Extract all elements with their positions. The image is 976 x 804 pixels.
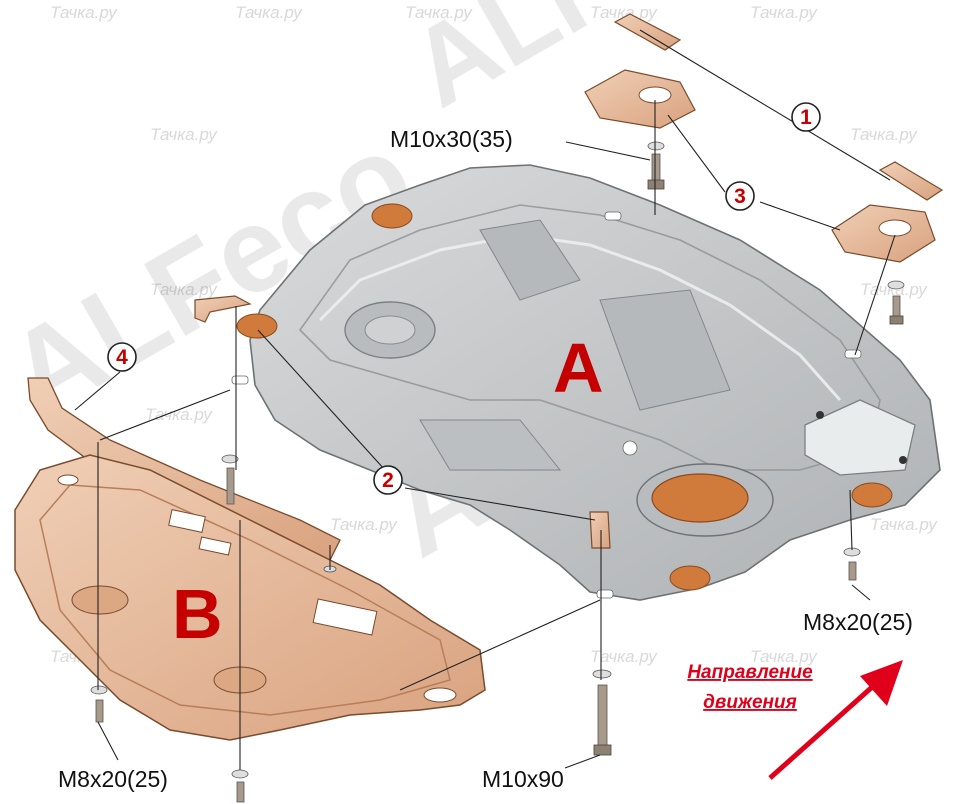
callout-1: 1 [791,102,821,132]
direction-label-line2: движения [703,692,797,713]
direction-indicator: Направление движения [687,660,903,780]
part-label-a: A [553,329,604,407]
callout-2: 2 [373,465,403,495]
part-label-b: B [172,575,223,653]
fastener-label-bottom-left: M8x20(25) [58,766,168,792]
watermark-text: Тачка.ру [590,3,658,22]
watermark-text: Тачка.ру [330,515,398,534]
watermark-text: Тачка.ру [870,515,938,534]
fastener-label-bottom-center: M10x90 [482,766,564,792]
skid-plate-b [14,377,486,741]
watermark-text: Тачка.ру [405,3,473,22]
watermark-text: Тачка.ру [150,125,218,144]
watermark-text: Тачка.ру [50,3,118,22]
fastener-label-top: M10x30(35) [390,126,513,152]
leader-lines [74,29,896,770]
fastener-label-right: M8x20(25) [803,609,913,635]
callout-4: 4 [107,342,137,372]
callout-number: 3 [734,185,746,208]
direction-arrow-shaft [768,678,882,780]
watermark-text: Тачка.ру [850,125,918,144]
callout-number: 2 [382,469,394,492]
watermark-text: Тачка.ру [750,647,818,666]
watermark-text: Тачка.ру [590,647,658,666]
watermark-text: Тачка.ру [750,3,818,22]
skid-plate-a [231,164,941,601]
bracket-group-top [194,13,944,549]
direction-arrow-icon [860,660,903,706]
direction-label-line1: Направление [687,662,813,683]
watermark-text: Тачка.ру [860,280,928,299]
watermark-text: Тачка.ру [150,280,218,299]
watermark-text: Тачка.ру [235,3,303,22]
watermark-text: Тачка.ру [145,405,213,424]
callout-number: 4 [116,346,128,369]
callout-3: 3 [725,181,755,211]
callout-number: 1 [800,106,812,129]
